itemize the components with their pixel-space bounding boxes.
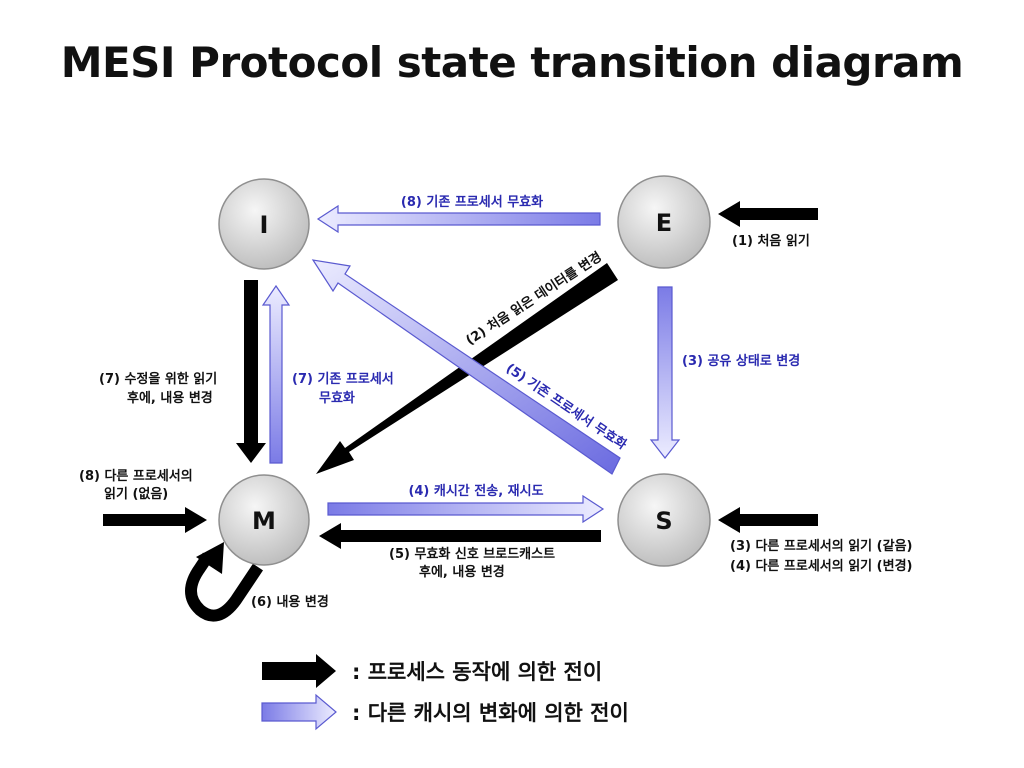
arrow-ext-to-m: [103, 507, 207, 533]
state-node-m: M: [218, 474, 310, 566]
label-m-self: (6) 내용 변경: [251, 594, 329, 610]
label-ext-s-line1: (3) 다른 프로세서의 읽기 (같음): [730, 538, 912, 554]
state-label-m: M: [252, 507, 276, 535]
label-s-to-m-line1: (5) 무효화 신호 브로드캐스트: [389, 546, 555, 562]
label-m-to-s: (4) 캐시간 전송, 재시도: [408, 483, 543, 499]
arrow-ext-to-s: [718, 507, 818, 533]
arrow-s-to-m: [319, 523, 601, 549]
label-i-to-m-line2: 후에, 내용 변경: [127, 390, 213, 406]
arrow-m-to-s: [327, 494, 605, 524]
legend-other-cache-label: : 다른 캐시의 변화에 의한 전이: [352, 701, 629, 725]
label-i-to-m-line1: (7) 수정을 위한 읽기: [99, 371, 217, 387]
arrow-m-to-i: [261, 284, 291, 464]
arrow-i-to-m: [236, 280, 266, 463]
legend-blue-arrow: [261, 693, 337, 731]
label-m-to-i-line2: 무효화: [319, 390, 355, 406]
arrow-e-to-s: [649, 286, 681, 459]
label-m-to-i-line1: (7) 기존 프로세서: [292, 372, 394, 387]
state-label-i: I: [260, 211, 269, 239]
legend: : 프로세스 동작에 의한 전이 : 다른 캐시의 변화에 의한 전이: [261, 654, 629, 731]
legend-black-arrow: [262, 654, 336, 688]
legend-process-label: : 프로세스 동작에 의한 전이: [352, 660, 602, 684]
label-ext-s-line2: (4) 다른 프로세서의 읽기 (변경): [730, 558, 912, 574]
label-e-to-s: (3) 공유 상태로 변경: [682, 353, 800, 369]
state-node-i: I: [218, 178, 310, 270]
arrow-init-to-e: [718, 201, 818, 227]
label-s-to-m-line2: 후에, 내용 변경: [419, 564, 505, 580]
arrow-m-self-loop: [185, 542, 263, 622]
label-ext-m-line2: 읽기 (없음): [104, 486, 168, 502]
page-title: MESI Protocol state transition diagram: [60, 38, 964, 87]
label-e-to-i: (8) 기존 프로세서 무효화: [401, 194, 543, 210]
arrow-s-to-i: [311, 259, 621, 475]
state-node-s: S: [617, 473, 711, 567]
label-init-e: (1) 처음 읽기: [732, 233, 810, 249]
label-ext-m-line1: (8) 다른 프로세서의: [79, 468, 193, 484]
state-node-e: E: [617, 175, 711, 269]
state-label-s: S: [655, 507, 672, 535]
arrow-e-to-i: [316, 204, 601, 234]
state-label-e: E: [656, 209, 672, 237]
